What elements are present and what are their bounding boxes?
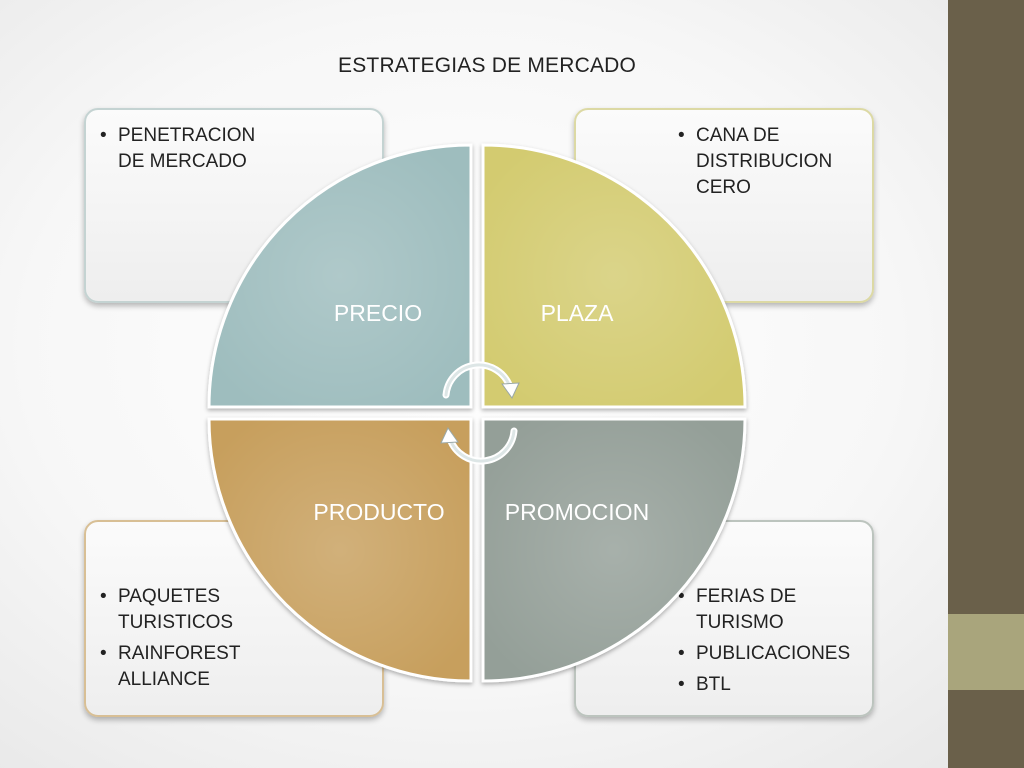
list-item: RAINFOREST ALLIANCE [100, 641, 270, 693]
list-item: BTL [678, 672, 868, 698]
quadrant-label-promocion: PROMOCION [505, 499, 649, 525]
quadrant-label-producto: PRODUCTO [313, 499, 444, 525]
quadrant-label-plaza: PLAZA [541, 300, 615, 326]
list-promocion: FERIAS DE TURISMO PUBLICACIONES BTL [678, 584, 868, 703]
list-plaza: CANA DE DISTRIBUCION CERO [678, 123, 848, 206]
diagram-title: ESTRATEGIAS DE MERCADO [338, 54, 637, 77]
list-item: PUBLICACIONES [678, 641, 868, 667]
list-item: PENETRACION DE MERCADO [100, 123, 280, 175]
cycle-arrows-icon [440, 361, 520, 465]
side-accent [948, 614, 1024, 690]
list-item: FERIAS DE TURISMO [678, 584, 868, 636]
list-precio: PENETRACION DE MERCADO [100, 123, 280, 180]
list-producto: PAQUETES TURISTICOS RAINFOREST ALLIANCE [100, 584, 270, 698]
list-item: CANA DE DISTRIBUCION CERO [678, 123, 848, 201]
list-item: PAQUETES TURISTICOS [100, 584, 270, 636]
quadrant-label-precio: PRECIO [334, 300, 422, 326]
